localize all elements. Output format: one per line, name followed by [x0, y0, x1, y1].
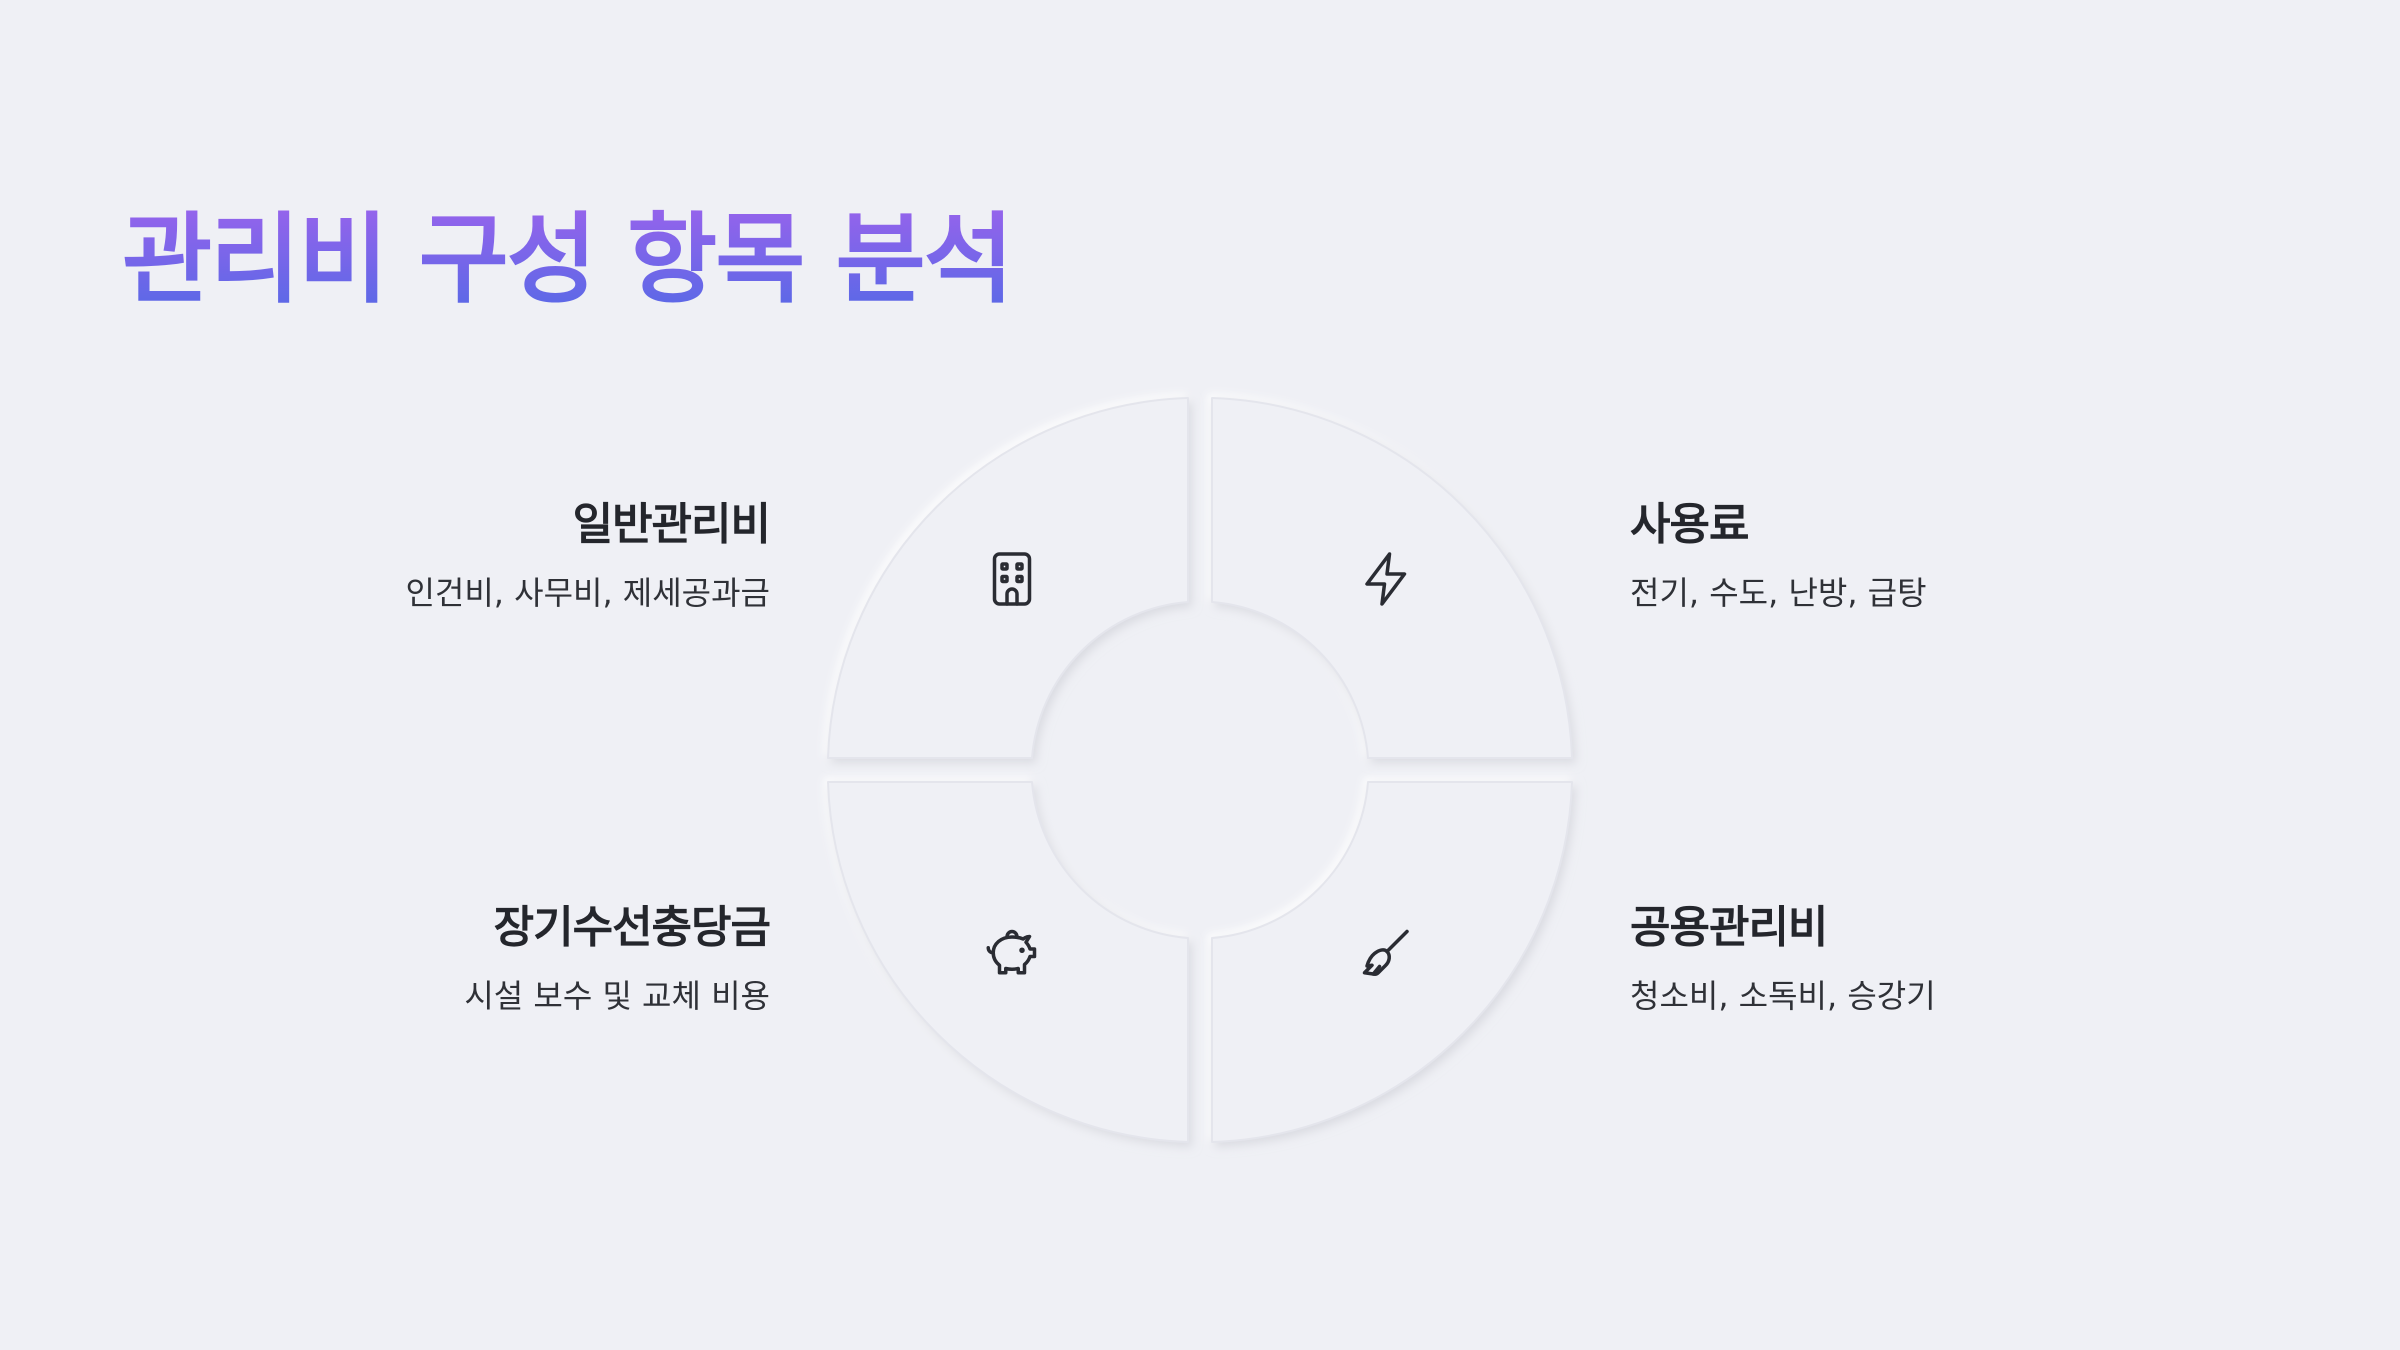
label-title: 장기수선충당금 [493, 902, 771, 953]
segment-top-right [1211, 397, 1573, 759]
segment-bottom-right [1211, 781, 1573, 1143]
label-long-term-repair-reserve: 장기수선충당금 시설 보수 및 교체 비용 [130, 900, 771, 1018]
broom-icon [1362, 929, 1409, 976]
label-general-management: 일반관리비 인건비, 사무비, 제세공과금 [130, 497, 771, 615]
piggy-bank-icon [986, 929, 1037, 975]
page-title: 관리비 구성 항목 분석 [122, 200, 1014, 320]
lightning-icon [1365, 552, 1407, 606]
building-icon [992, 552, 1032, 606]
label-description: 시설 보수 및 교체 비용 [464, 977, 770, 1015]
label-description: 청소비, 소독비, 승강기 [1630, 977, 1936, 1015]
label-title: 일반관리비 [572, 499, 771, 550]
label-description: 인건비, 사무비, 제세공과금 [405, 574, 770, 612]
quadrant-wheel [827, 397, 1573, 1143]
segment-bottom-left [827, 781, 1189, 1143]
label-title: 공용관리비 [1630, 902, 1828, 953]
label-usage-fees: 사용료 전기, 수도, 난방, 급탕 [1630, 497, 2270, 615]
label-title: 사용료 [1630, 499, 1749, 550]
label-description: 전기, 수도, 난방, 급탕 [1630, 574, 1927, 612]
label-common-management: 공용관리비 청소비, 소독비, 승강기 [1630, 900, 2270, 1018]
